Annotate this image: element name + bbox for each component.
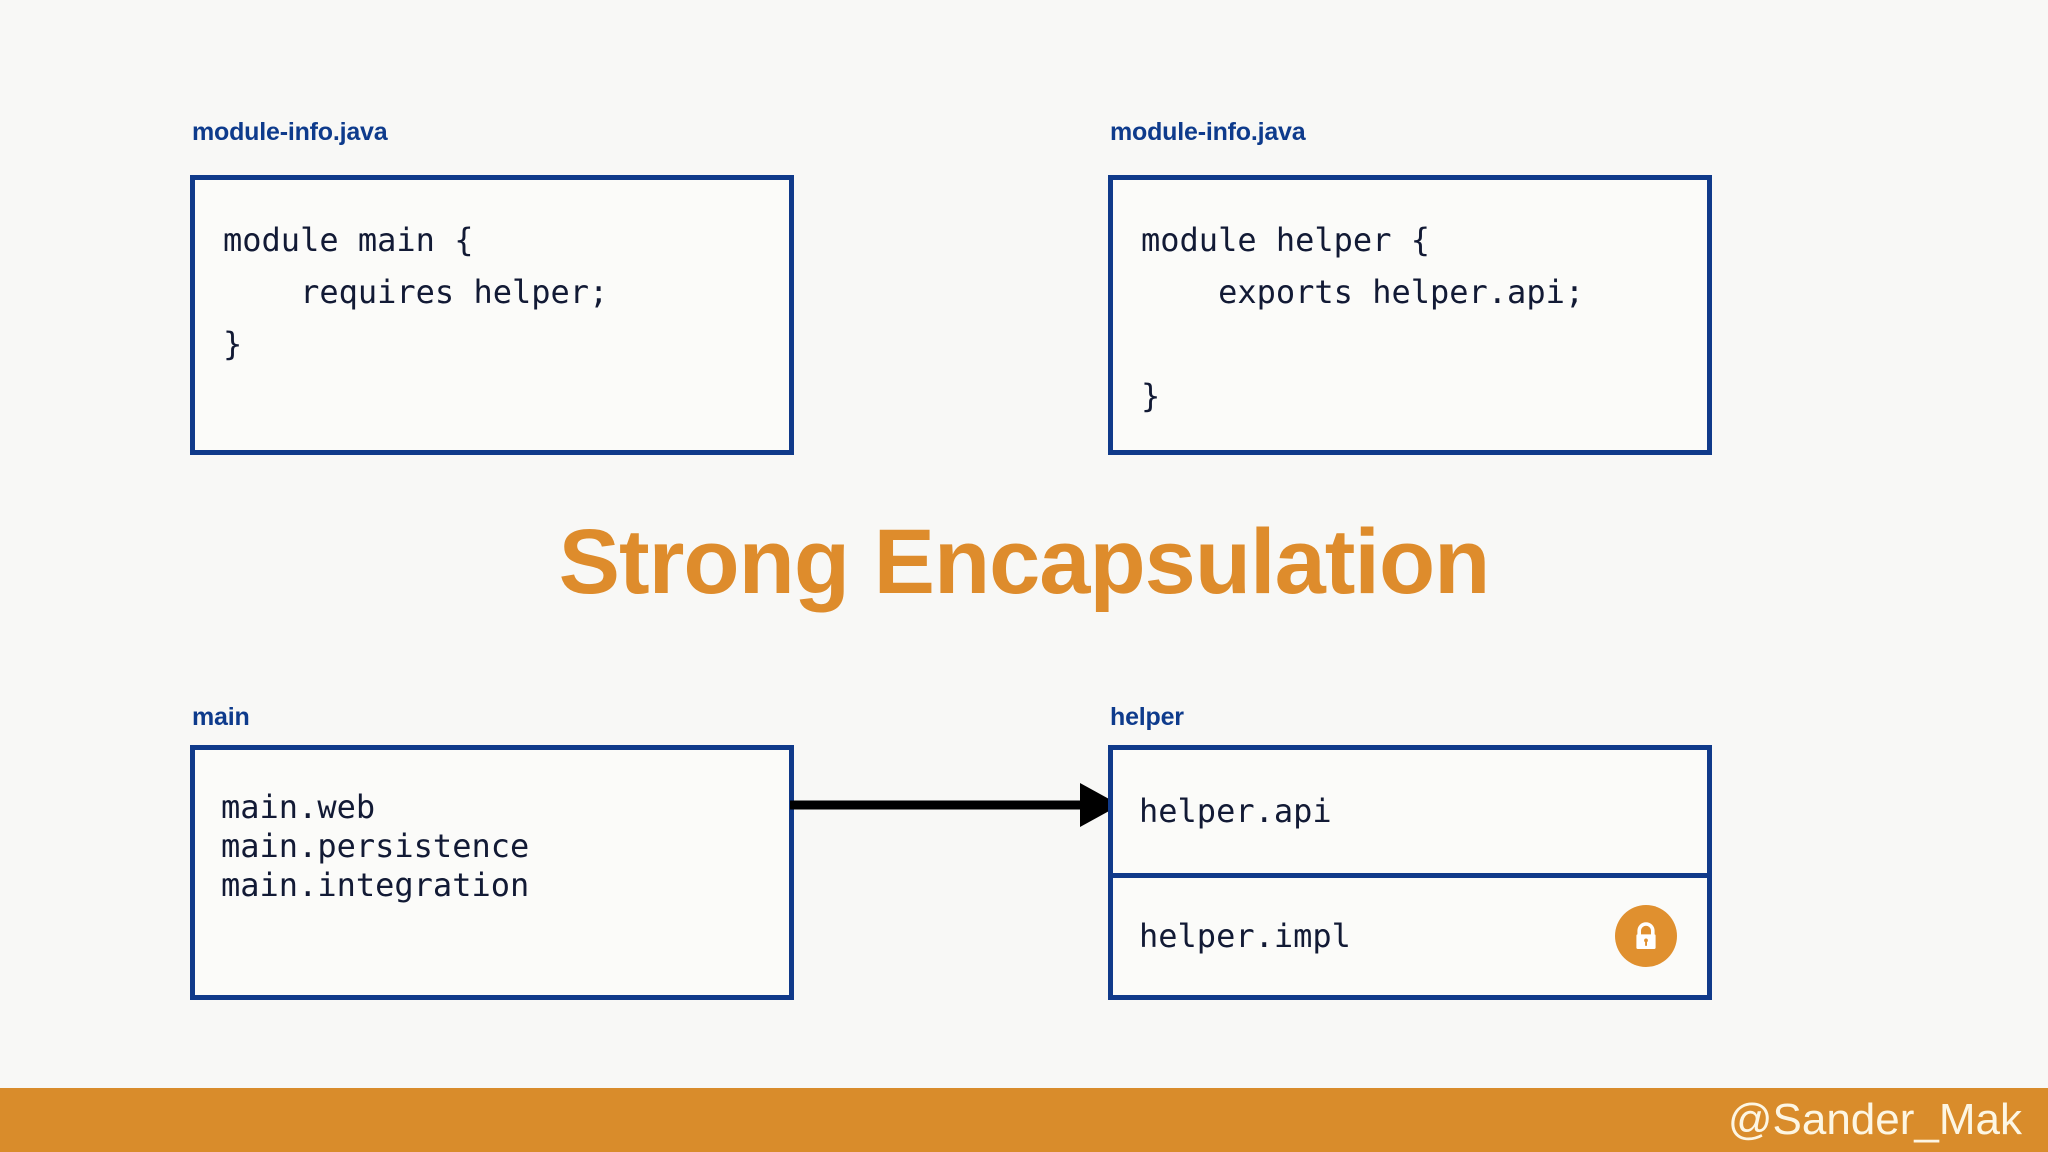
module-caption-main: main (192, 703, 250, 731)
code-panel-helper: module helper { exports helper.api; } (1108, 175, 1712, 455)
module-helper-compartment-api: helper.api (1113, 750, 1707, 873)
code-panel-main: module main { requires helper; } (190, 175, 794, 455)
footer-bar: @Sander_Mak (0, 1088, 2048, 1152)
lock-icon (1615, 905, 1677, 968)
module-box-helper: helper.api helper.impl (1108, 745, 1712, 1000)
code-panel-caption-helper: module-info.java (1110, 118, 1306, 146)
page-title: Strong Encapsulation (558, 511, 1491, 613)
footer-handle: @Sander_Mak (1727, 1095, 2022, 1144)
module-helper-package-api: helper.api (1139, 792, 1332, 831)
code-panel-main-text: module main { requires helper; } (223, 221, 609, 363)
module-main-package-list: main.web main.persistence main.integrati… (221, 788, 530, 904)
module-helper-package-impl: helper.impl (1139, 917, 1351, 956)
code-panel-helper-text: module helper { exports helper.api; } (1141, 221, 1585, 415)
module-caption-helper: helper (1110, 703, 1184, 731)
module-box-main: main.web main.persistence main.integrati… (190, 745, 794, 1000)
code-panel-caption-main: module-info.java (192, 118, 388, 146)
requires-arrow (790, 760, 1120, 850)
module-helper-compartment-impl: helper.impl (1113, 872, 1707, 996)
